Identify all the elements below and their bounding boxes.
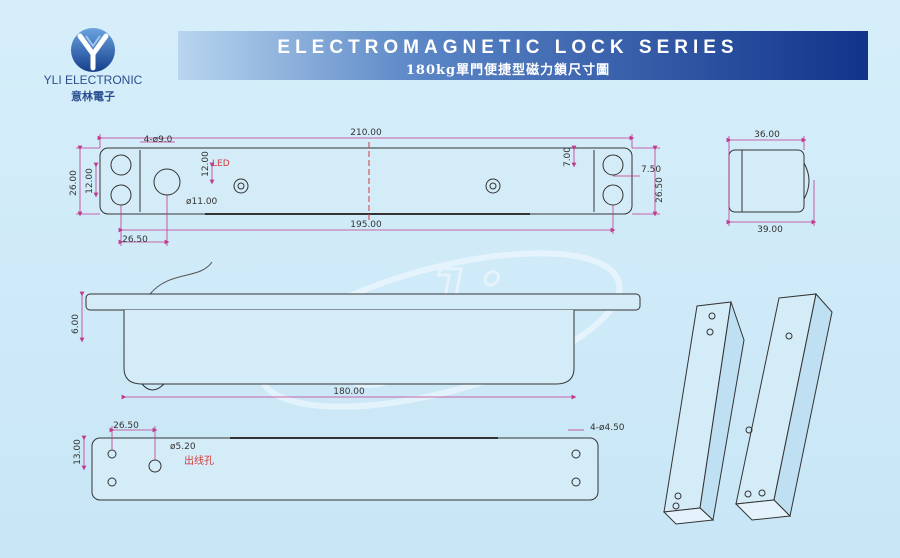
bottom-view bbox=[91, 437, 599, 501]
dim-hole-spacing: 195.00 bbox=[350, 220, 382, 230]
dim-front-length: 180.00 bbox=[333, 387, 365, 397]
top-view-labels: 210.00 195.00 4-ø9.0 26.00 12.00 12.00 L… bbox=[69, 128, 665, 245]
brand-logo: YLI ELECTRONIC 意林電子 bbox=[44, 28, 143, 103]
brand-chinese: 意林電子 bbox=[71, 89, 115, 103]
dim-right-hole: 7.50 bbox=[641, 165, 661, 175]
side-view bbox=[728, 149, 810, 213]
dim-right-height: 26.50 bbox=[655, 177, 665, 203]
iso-view-left bbox=[662, 301, 745, 525]
dim-right-offset-top: 7.00 bbox=[563, 147, 573, 167]
dim-hole-pitch: 12.00 bbox=[85, 168, 95, 194]
header-subtitle: 180kg單門便捷型磁力鎖尺寸圖 bbox=[406, 62, 610, 78]
header-title: ELECTROMAGNETIC LOCK SERIES bbox=[277, 37, 738, 58]
dim-left-offset: 26.50 bbox=[122, 235, 148, 245]
dim-bottom-offset: 26.50 bbox=[113, 421, 139, 431]
dim-wire-hole: ø5.20 bbox=[170, 442, 196, 452]
header-band: ELECTROMAGNETIC LOCK SERIES 180kg單門便捷型磁力… bbox=[178, 31, 868, 80]
dim-height: 26.00 bbox=[69, 170, 79, 196]
dim-width-bottom: 39.00 bbox=[757, 225, 783, 235]
dim-depth: 6.00 bbox=[71, 314, 81, 334]
front-view bbox=[85, 261, 641, 391]
dim-width-top: 36.00 bbox=[754, 130, 780, 140]
iso-view-right bbox=[734, 292, 833, 521]
bottom-view-dimensions bbox=[81, 426, 584, 471]
dim-led-diameter: ø11.00 bbox=[186, 197, 218, 207]
led-label: LED bbox=[212, 159, 230, 169]
dim-bottom-height: 13.00 bbox=[73, 439, 83, 465]
front-view-dimensions bbox=[79, 291, 577, 400]
wire-hole-label: 出线孔 bbox=[184, 454, 214, 467]
dim-bottom-hole-note: 4-ø4.50 bbox=[590, 423, 625, 433]
top-view-dimensions bbox=[76, 134, 660, 246]
side-view-dimensions bbox=[726, 136, 817, 226]
dim-led-offset: 12.00 bbox=[201, 151, 211, 177]
brand-name: YLI ELECTRONIC bbox=[44, 73, 143, 87]
dim-overall-length: 210.00 bbox=[350, 128, 382, 138]
top-view bbox=[99, 142, 633, 220]
dim-hole-note: 4-ø9.0 bbox=[144, 135, 173, 145]
